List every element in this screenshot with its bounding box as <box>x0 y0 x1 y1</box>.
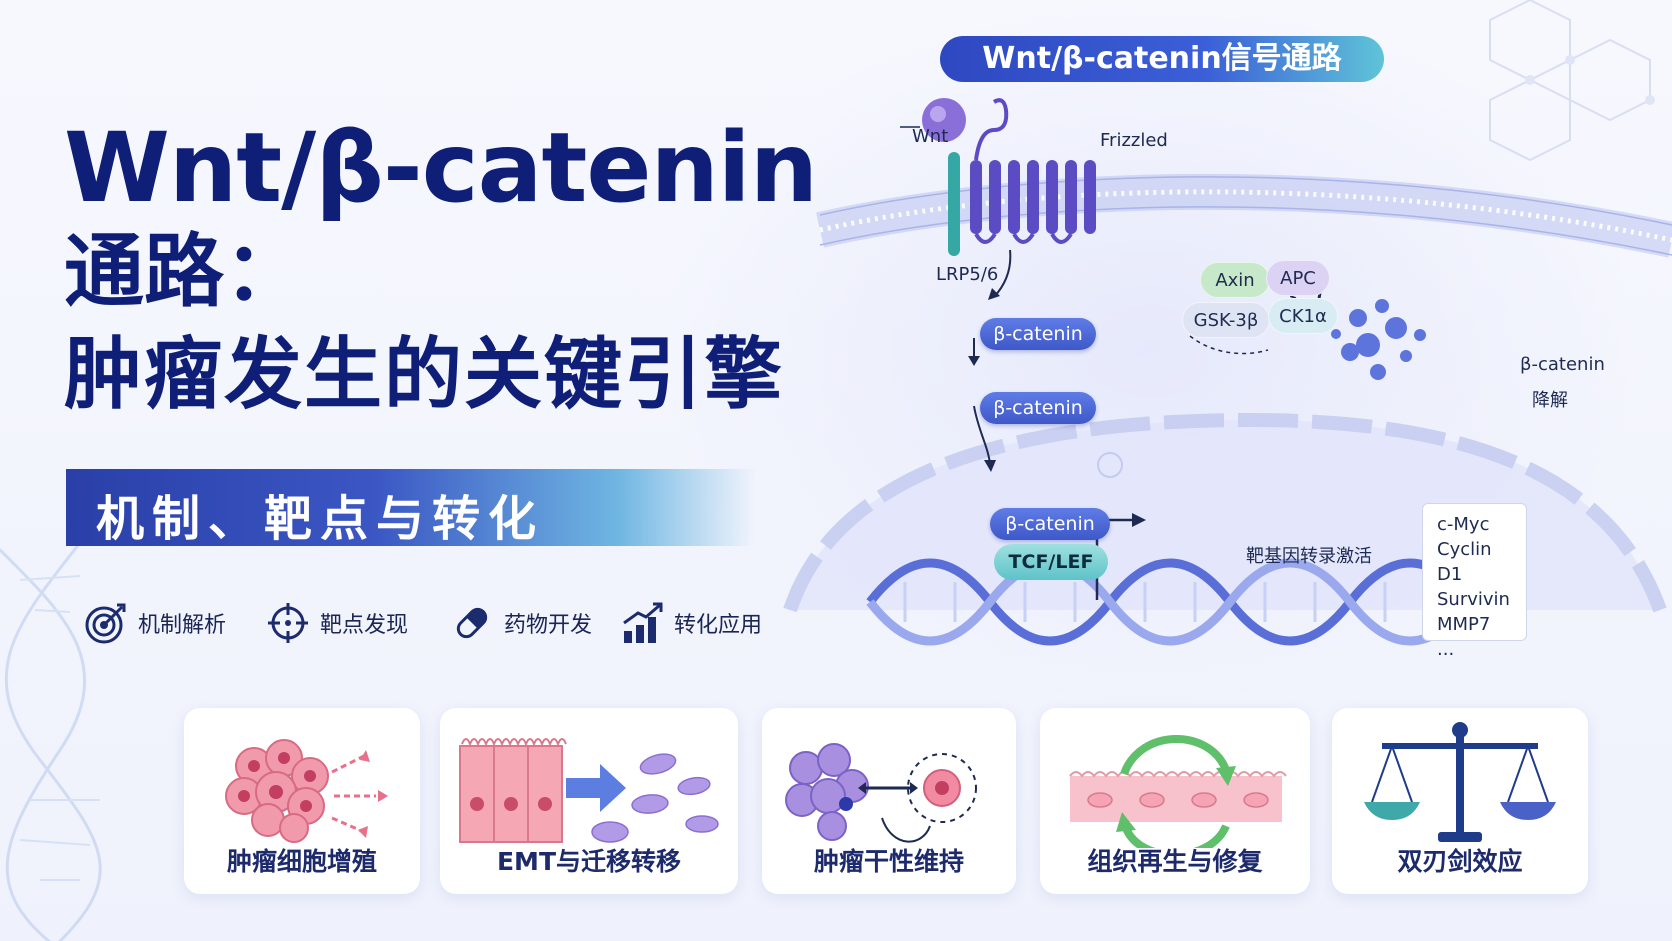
axin-protein: Axin <box>1200 262 1270 298</box>
lrp-label: LRP5/6 <box>936 264 999 285</box>
tcf-lef: TCF/LEF <box>994 544 1108 580</box>
feature-label: 转化应用 <box>674 613 763 638</box>
card-regeneration: 组织再生与修复 <box>1040 708 1310 894</box>
growth-chart-icon <box>623 602 663 643</box>
degradation-label-1: β-catenin <box>1520 354 1605 375</box>
tissue-regeneration-icon <box>1069 735 1287 848</box>
wnt-label: Wnt <box>912 126 949 147</box>
emt-migration-icon <box>459 738 719 843</box>
pill-icon <box>456 607 488 639</box>
target-icon <box>85 603 126 644</box>
card-stemness: 肿瘤干性维持 <box>762 708 1016 894</box>
beta-catenin-cytoplasm-2: β-catenin <box>980 392 1096 424</box>
hexagon-network-decoration <box>1489 0 1655 162</box>
beta-catenin-nucleus: β-catenin <box>990 508 1110 540</box>
transcription-label: 靶基因转录激活 <box>1246 546 1372 567</box>
degradation-fragments <box>1331 299 1426 380</box>
card-label: 肿瘤干性维持 <box>813 847 964 876</box>
gene-item: Survivin <box>1437 589 1510 610</box>
balance-scale-icon <box>1364 722 1556 842</box>
main-title-line1: Wnt/β-catenin <box>64 112 818 224</box>
nucleus <box>783 412 1667 613</box>
card-proliferation: 肿瘤细胞增殖 <box>184 708 420 894</box>
apc-protein: APC <box>1266 260 1330 296</box>
feature-drug: 药物开发 <box>450 601 592 645</box>
card-label: 组织再生与修复 <box>1087 847 1263 876</box>
ck1a-protein: CK1α <box>1268 298 1338 334</box>
feature-mechanism: 机制解析 <box>84 601 226 645</box>
gsk3b-protein: GSK-3β <box>1182 302 1270 338</box>
card-label: 肿瘤细胞增殖 <box>226 847 377 876</box>
gene-item: MMP7 <box>1437 614 1491 635</box>
card-double-edged: 双刃剑效应 <box>1332 708 1588 894</box>
pathway-header: Wnt/β-catenin信号通路 <box>940 36 1384 82</box>
cell-proliferation-icon <box>225 739 388 843</box>
lrp-receptor <box>948 152 960 256</box>
frizzled-label: Frizzled <box>1100 130 1168 151</box>
feature-label: 靶点发现 <box>320 613 409 638</box>
gene-item: ... <box>1437 639 1455 660</box>
beta-catenin-cytoplasm-1: β-catenin <box>980 318 1096 350</box>
dna-helix-decoration <box>0 529 102 941</box>
feature-translation: 转化应用 <box>620 601 762 645</box>
degradation-label-2: 降解 <box>1532 390 1568 411</box>
cell-membrane <box>816 173 1672 258</box>
card-label: EMT与迁移转移 <box>496 847 681 876</box>
subtitle-banner: 机制、靶点与转化 <box>66 469 756 547</box>
frizzled-receptor <box>970 160 1096 234</box>
subtitle-text: 机制、靶点与转化 <box>96 491 545 547</box>
main-title-line3: 肿瘤发生的关键引擎 <box>64 330 785 420</box>
stemness-icon <box>785 743 977 843</box>
card-label: 双刃剑效应 <box>1397 847 1523 876</box>
gene-item: c-Myc <box>1437 514 1490 535</box>
gene-item: Cyclin D1 <box>1437 539 1492 585</box>
feature-label: 机制解析 <box>138 613 227 638</box>
target-gene-list: c-Myc Cyclin D1 Survivin MMP7 ... <box>1422 503 1527 660</box>
feature-target: 靶点发现 <box>266 601 408 645</box>
card-emt: EMT与迁移转移 <box>440 708 738 894</box>
feature-label: 药物开发 <box>504 613 593 638</box>
crosshair-icon <box>268 603 308 643</box>
dna-helix <box>866 558 1474 646</box>
main-title-line2: 通路： <box>64 225 304 318</box>
